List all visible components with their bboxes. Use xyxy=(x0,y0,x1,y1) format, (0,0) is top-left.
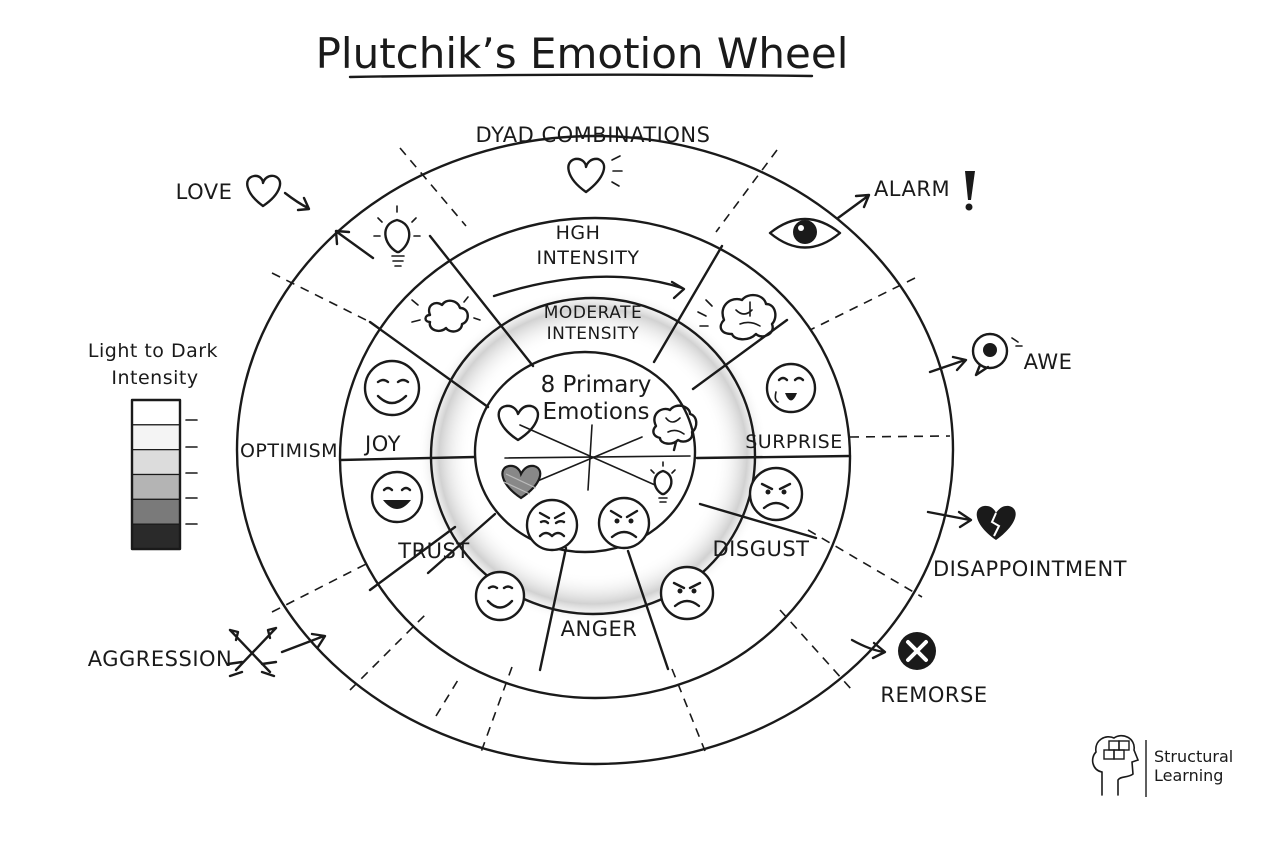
ring-label-inner-1: MODERATE xyxy=(544,303,642,323)
title-underline xyxy=(348,73,814,79)
legend-swatch xyxy=(131,449,181,476)
shading-band xyxy=(418,288,768,624)
legend-swatch xyxy=(131,399,181,426)
brain-icon xyxy=(697,293,777,341)
arrow-disappointment xyxy=(926,510,973,529)
emotion-label-disgust: DISGUST xyxy=(713,537,810,561)
arrow-alarm xyxy=(836,193,871,220)
brand-name-1: Structural xyxy=(1154,747,1233,766)
lightbulb-icon xyxy=(373,205,421,267)
center-circle xyxy=(473,350,697,554)
legend-title-2: Intensity xyxy=(111,367,198,389)
intensity-legend: Light to Dark Intensity xyxy=(88,340,218,551)
crossed-swords-icon xyxy=(226,626,278,678)
dyad-label-alarm: ALARM xyxy=(874,177,950,201)
legend-swatch xyxy=(131,424,181,451)
center-label-2: Emotions xyxy=(542,399,649,425)
legend-swatch xyxy=(131,473,181,500)
smiley-icon-trust xyxy=(370,470,424,524)
lightbulb-icon-center xyxy=(650,461,676,503)
emotion-label-joy: JOY xyxy=(363,432,401,456)
surprised-face-icon xyxy=(765,362,817,414)
heart-icon-center xyxy=(497,404,540,442)
heart-icon xyxy=(567,155,623,194)
sad-face-icon-center xyxy=(525,498,579,552)
legend-title-1: Light to Dark xyxy=(88,340,218,362)
x-circle-icon xyxy=(898,632,936,670)
arrow-optimism-up xyxy=(334,229,375,260)
dyad-label-disappointment: DISAPPOINTMENT xyxy=(933,557,1127,581)
middle-ring xyxy=(338,216,852,700)
awe-face-icon xyxy=(971,332,1023,377)
angry-face-icon-disgust xyxy=(748,466,804,522)
legend-swatch xyxy=(131,498,181,525)
dyad-arrows xyxy=(280,191,973,660)
emotion-label-optimism: OPTIMISM xyxy=(240,440,338,462)
smiley-icon-joy xyxy=(363,359,421,417)
ring-label-middle-2: INTENSITY xyxy=(536,247,639,269)
heart-icon xyxy=(246,174,282,208)
angry-face-icon-center xyxy=(597,496,651,550)
dashed-spokes xyxy=(271,147,951,756)
ring-label-middle-1: HGH xyxy=(556,222,601,244)
legend-swatch xyxy=(131,523,181,550)
thought-bubble-icon xyxy=(411,296,481,333)
arrow-awe xyxy=(928,355,968,374)
intensity-divider xyxy=(492,275,684,298)
intensity-arrow-head xyxy=(670,280,686,300)
dyad-label-love: LOVE xyxy=(176,180,233,204)
ring-label-outer: DYAD COMBINATIONS xyxy=(476,123,711,147)
emotion-label-surprise: SURPRISE xyxy=(745,431,843,453)
arrow-love xyxy=(283,191,311,212)
ring-label-inner-2: INTENSITY xyxy=(547,324,640,344)
heart-icon-center-shaded xyxy=(501,464,542,500)
emotion-label-anger: ANGER xyxy=(561,617,638,641)
dyad-label-awe: AWE xyxy=(1024,350,1073,374)
brain-icon-center xyxy=(652,404,698,452)
brand-name-2: Learning xyxy=(1154,766,1223,785)
structural-learning-logo: Structural Learning xyxy=(1091,734,1233,797)
dyad-label-aggression: AGGRESSION xyxy=(88,647,233,671)
angry-face-icon-anger xyxy=(659,565,715,621)
legend-swatches xyxy=(131,399,181,550)
inner-ring xyxy=(429,296,757,616)
exclamation-icon xyxy=(965,171,975,211)
outer-ring xyxy=(235,134,955,766)
arrow-remorse xyxy=(850,638,887,660)
center-star-lines xyxy=(504,424,691,491)
eye-icon xyxy=(768,217,842,249)
page-title: Plutchik’s Emotion Wheel xyxy=(316,29,849,78)
dyad-label-remorse: REMORSE xyxy=(880,683,987,707)
arrow-aggression xyxy=(280,632,327,654)
broken-heart-icon xyxy=(976,505,1016,540)
smiley-icon-lower xyxy=(474,570,526,622)
center-label-1: 8 Primary xyxy=(541,372,652,398)
emotion-label-trust: TRUST xyxy=(397,539,469,563)
